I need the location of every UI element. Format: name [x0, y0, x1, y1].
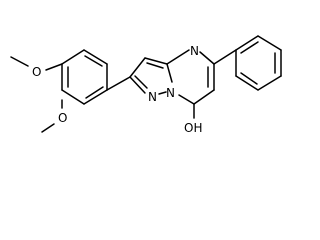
single-bonds: [10, 35, 282, 133]
atom-oxygen-bottom: O: [58, 111, 67, 125]
bond-pyrazole-c2-n1: [129, 76, 146, 94]
bond-pyrimidine-c3a-n4: [166, 49, 190, 65]
atom-oxygen-top: O: [32, 65, 41, 79]
bond-phenyl-b: [257, 75, 282, 91]
atom-hydroxyl: OH: [184, 121, 202, 135]
bond-pyrazole-c3-c4: [129, 57, 146, 78]
atom-nitrogen-ring-top: N: [190, 44, 199, 58]
double-bonds: [67, 35, 282, 105]
bond-phenyl-double-3-inner: [240, 72, 258, 85]
bond-phenyl-double-1: [235, 35, 259, 51]
bond-phenyl-double-3: [235, 75, 259, 91]
bond-phenyl-double-1-inner: [240, 41, 259, 54]
bond-o-bottom-methyl: [41, 123, 55, 133]
chemical-structure-drawing: O O N N N OH: [10, 35, 282, 135]
bond-phenyl-a: [257, 35, 282, 51]
bond-benzene-b: [61, 89, 85, 105]
atom-labels: O O N N N OH: [32, 44, 202, 135]
atom-nitrogen-bridge: N: [166, 86, 175, 100]
bond-pyrimidine-n4-c5: [199, 51, 215, 65]
bond-benzene-double-2-inner: [84, 55, 103, 67]
bond-benzene-double-1-inner: [85, 86, 104, 99]
atom-nitrogen-ring-left: N: [148, 90, 157, 104]
bond-o-top-ring: [45, 63, 63, 71]
bond-benzene-d: [61, 49, 85, 65]
bond-benzene-double-2: [83, 49, 108, 65]
bond-pyrazole-c3a-n: [166, 63, 173, 83]
bond-pyrazole-c2-n1-inner: [134, 75, 148, 89]
bond-pyrimidine-c6-c7: [193, 89, 215, 105]
bond-benzene-double-1: [83, 89, 108, 105]
bond-pyrimidine-c7-n: [178, 94, 195, 105]
bond-pyrazole-c4-c3a: [144, 57, 168, 65]
bond-aryl-pyrazole: [106, 76, 131, 91]
bond-methyl-o-top: [10, 56, 29, 67]
bond-pyrazole-c4-c3a-inner: [146, 62, 164, 69]
bond-pyrazole-nn: [158, 91, 167, 95]
bond-pyrimidine-phenyl: [213, 49, 237, 65]
